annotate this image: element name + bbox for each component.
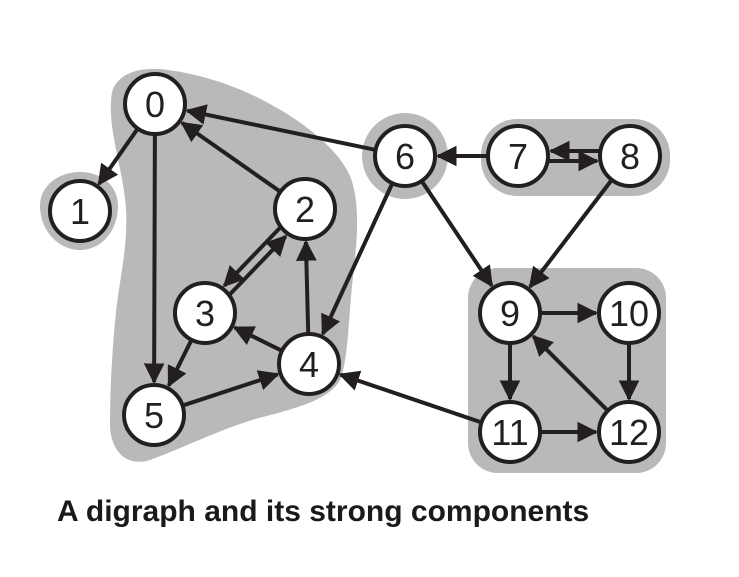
edges — [97, 104, 640, 443]
vertex-3: 3 — [173, 281, 237, 345]
vertex-circle — [478, 400, 542, 464]
vertex-circle — [478, 281, 542, 345]
vertex-circle — [122, 383, 186, 447]
vertex-circle — [173, 281, 237, 345]
figure-caption: A digraph and its strong components — [57, 495, 590, 528]
edge-4-to-3 — [232, 325, 283, 353]
vertex-label: 8 — [620, 136, 640, 177]
edge-6-to-0 — [185, 104, 376, 152]
edge-6-to-4 — [320, 183, 394, 336]
vertex-label: 9 — [500, 293, 520, 334]
vertex-circle — [486, 124, 550, 188]
vertex-circle — [277, 332, 341, 396]
vertex-label: 1 — [70, 191, 90, 232]
vertex-0: 0 — [123, 72, 187, 136]
edge-0-to-5 — [143, 134, 165, 385]
vertex-12: 12 — [597, 400, 661, 464]
vertex-label: 11 — [491, 412, 528, 453]
edge-12-to-9 — [531, 334, 609, 412]
vertex-circle — [597, 400, 661, 464]
vertex-label: 4 — [299, 344, 319, 385]
vertex-label: 2 — [295, 189, 315, 230]
vertex-label: 12 — [609, 412, 649, 453]
edge-0-to-1 — [97, 128, 139, 186]
vertex-1: 1 — [48, 179, 112, 243]
vertex-circle — [273, 177, 337, 241]
vertex-10: 10 — [597, 281, 661, 345]
vertex-7: 7 — [486, 124, 550, 188]
vertex-5: 5 — [122, 383, 186, 447]
edge-3-to-5 — [167, 339, 193, 388]
vertex-2: 2 — [273, 177, 337, 241]
vertex-label: 5 — [144, 395, 164, 436]
edge-2-to-0 — [180, 121, 281, 193]
edge-4-to-2 — [295, 239, 317, 334]
edge-8-to-9 — [528, 179, 613, 289]
edge-6-to-9 — [420, 180, 494, 288]
edge-5-to-4 — [182, 370, 280, 408]
edge-11-to-4 — [338, 370, 482, 424]
vertex-label: 0 — [145, 84, 165, 125]
vertex-label: 6 — [395, 136, 415, 177]
vertex-label: 3 — [195, 293, 215, 334]
vertex-circle — [597, 281, 661, 345]
vertex-circle — [373, 124, 437, 188]
vertex-label: 10 — [609, 293, 649, 334]
edge-3-to-2 — [228, 234, 288, 296]
vertex-11: 11 — [478, 400, 542, 464]
vertex-circle — [123, 72, 187, 136]
vertex-9: 9 — [478, 281, 542, 345]
vertex-4: 4 — [277, 332, 341, 396]
vertex-8: 8 — [598, 124, 662, 188]
vertex-circle — [598, 124, 662, 188]
vertex-circle — [48, 179, 112, 243]
vertex-label: 7 — [508, 136, 528, 177]
vertex-6: 6 — [373, 124, 437, 188]
